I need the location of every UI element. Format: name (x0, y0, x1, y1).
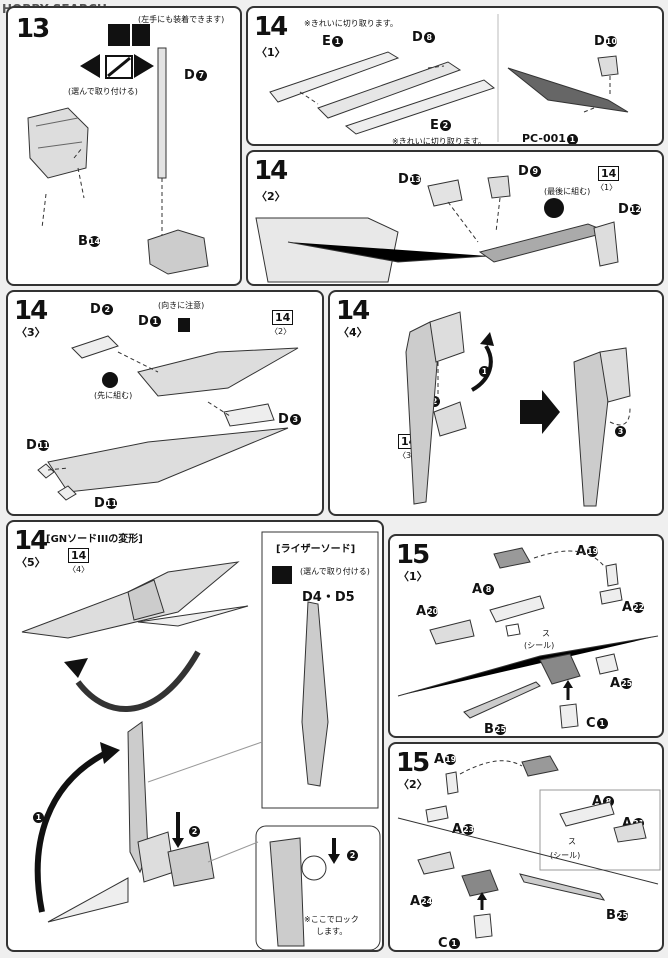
step-number: 14 (14, 526, 48, 556)
step-number: 14 (336, 296, 370, 326)
step-14-4-drawing (405, 311, 631, 507)
part-label-a19: A19 (434, 752, 457, 767)
ref-sub: 〈2〉 (270, 327, 292, 336)
note-cut-top: ※きれいに切り取ります。 (304, 19, 398, 28)
note-first: (先に組む) (94, 391, 133, 400)
lock-note: ※ここでロック (304, 915, 359, 924)
panel-step-14-5: 14 〈5〉 [GNソードIIIの変形] 14 〈4〉 [ライザーソード] (選… (6, 520, 384, 952)
step-number: 14 (254, 156, 288, 186)
step-sub: 〈3〉 (16, 326, 46, 339)
step-14-1-drawing (269, 14, 629, 142)
step-15-1-drawing (397, 547, 659, 729)
panel-step-15-2: 15 〈2〉 A19 A8 A21 A23 A24 B25 C1 ス (シール) (388, 742, 664, 952)
step-14-2-drawing (255, 175, 619, 283)
seal-mark: ス (568, 837, 576, 846)
seal-note: (シール) (550, 851, 581, 860)
ref-step-14-1: 14 (598, 166, 620, 181)
ref-step-14-4: 14 (68, 548, 90, 563)
arrow-label-2b: 2 (346, 848, 358, 863)
note-choose: (選んで取り付ける) (68, 87, 138, 96)
part-label-d11-b: D11 (94, 496, 117, 511)
part-label-d4-d5: D4・D5 (302, 590, 355, 605)
ref-step-14-2: 14 (272, 310, 294, 325)
step-number: 14 (14, 296, 48, 326)
step-number: 14 (254, 12, 288, 42)
step-sub: 〈4〉 (338, 326, 368, 339)
step-sub: 〈1〉 (256, 46, 286, 59)
riser-note: (選んで取り付ける) (300, 567, 370, 576)
step-title: [GNソードIIIの変形] (46, 534, 143, 545)
panel-step-14-4: 14 〈4〉 14 〈3〉 1 2 3 (328, 290, 664, 516)
part-label-a22: A22 (622, 600, 645, 615)
step-sub: 〈5〉 (16, 556, 46, 569)
seal-note: (シール) (524, 641, 555, 650)
step-number: 13 (16, 14, 50, 44)
ref-sub: 〈3〉 (398, 451, 420, 460)
part-label-d11-a: D11 (26, 438, 49, 453)
ref-sub: 〈4〉 (68, 565, 90, 574)
riser-title: [ライザーソード] (276, 544, 356, 555)
step-14-3-drawing (37, 318, 299, 501)
step-number: 15 (396, 540, 430, 570)
step-14-5-drawing (21, 531, 381, 950)
part-label-b25: B25 (484, 722, 507, 737)
arrow-label-1: 1 (478, 364, 490, 379)
part-label-d13: D13 (398, 172, 421, 187)
step-15-2-drawing (397, 755, 661, 939)
step-13-drawing (27, 24, 209, 275)
ref-sub: 〈1〉 (596, 183, 618, 192)
note-orientation: (向きに注意) (158, 301, 205, 310)
part-label-a25: A25 (610, 676, 633, 691)
arrow-label-3: 3 (614, 424, 626, 439)
part-label-b14: B14 (78, 234, 101, 249)
step-number: 15 (396, 748, 430, 778)
step-sub: 〈1〉 (398, 570, 428, 583)
part-label-a24: A24 (410, 894, 433, 909)
step-sub: 〈2〉 (256, 190, 286, 203)
note-last: (最後に組む) (544, 187, 591, 196)
part-label-a20: A20 (416, 604, 439, 619)
seal-mark: ス (542, 629, 550, 638)
part-label-a23: A23 (452, 822, 475, 837)
step-sub: 〈2〉 (398, 778, 428, 791)
arrow-label-1: 1 (32, 810, 44, 825)
part-label-a19: A19 (576, 544, 599, 559)
arrow-label-2: 2 (188, 824, 200, 839)
part-label-b25: B25 (606, 908, 629, 923)
part-label-d10: D10 (594, 34, 617, 49)
note-left-hand: (左手にも装着できます) (138, 15, 225, 24)
lock-note-2: します。 (316, 927, 348, 936)
note-cut-bottom: ※きれいに切り取ります。 (392, 137, 486, 146)
part-label-d12: D12 (618, 202, 641, 217)
